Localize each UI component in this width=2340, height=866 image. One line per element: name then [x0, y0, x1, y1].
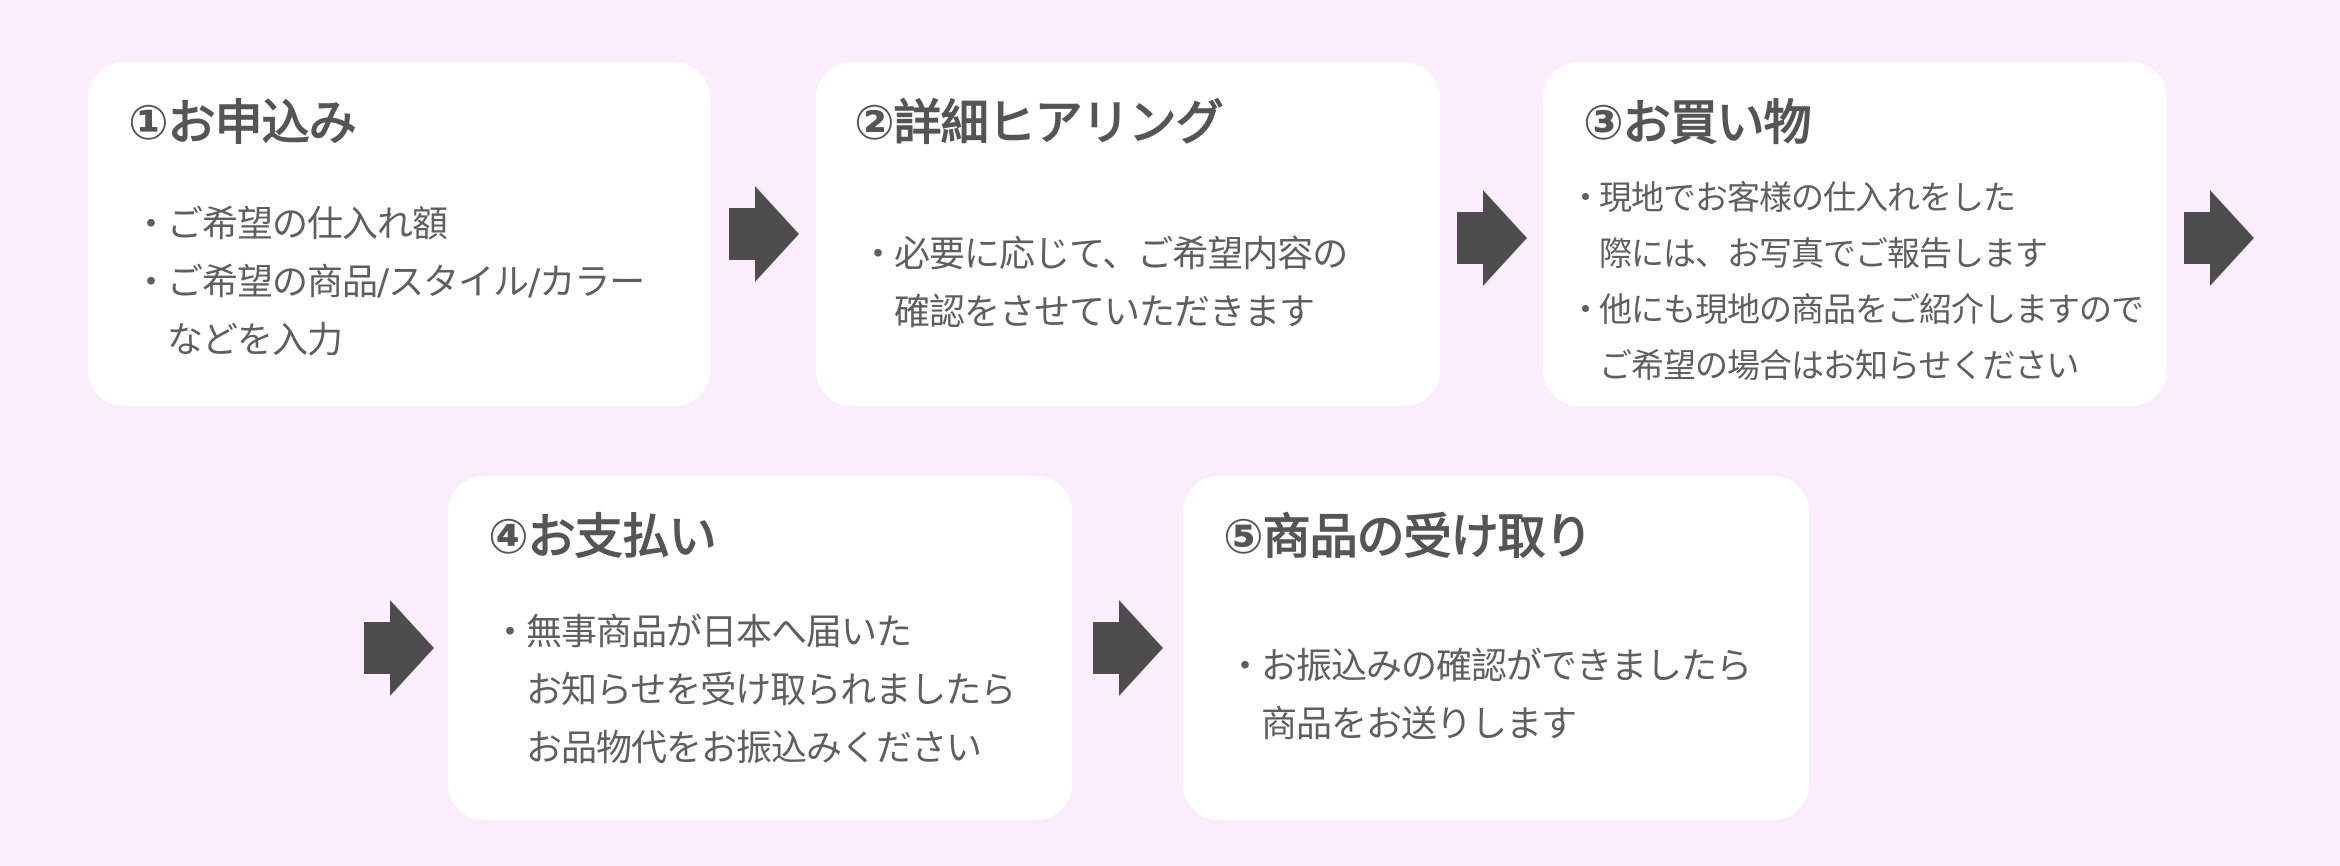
step-line: お振込みの確認ができましたら [1227, 638, 1752, 696]
step-description: 無事商品が日本へ届いた お知らせを受け取られましたら お品物代をお振込みください [492, 604, 1016, 778]
arrow-right-icon [1093, 600, 1163, 696]
step-line: お知らせを受け取られましたら [526, 670, 1016, 711]
step-title: ②詳細ヒアリング [854, 95, 1224, 151]
step-title: ④お支払い [488, 509, 717, 565]
step-line: お品物代をお振込みください [526, 728, 982, 769]
arrow-right-icon [1457, 190, 1527, 286]
step-description: 必要に応じて、ご希望内容の 確認をさせていただきます [860, 226, 1348, 342]
step-line: 現地でお客様の仕入れをした [1569, 170, 2143, 226]
step-title: ⑤商品の受け取り [1223, 509, 1593, 565]
arrow-right-icon [364, 600, 434, 696]
step-title: ①お申込み [128, 95, 357, 151]
step-line: 際には、お写真でご報告します [1599, 234, 2048, 273]
step-description: ご希望の仕入れ額 ご希望の商品/スタイル/カラー などを入力 [133, 196, 645, 370]
step-description: お振込みの確認ができましたら 商品をお送りします [1227, 638, 1752, 754]
step-card-1: ①お申込み ご希望の仕入れ額 ご希望の商品/スタイル/カラー などを入力 [88, 62, 710, 406]
step-card-4: ④お支払い 無事商品が日本へ届いた お知らせを受け取られましたら お品物代をお振… [448, 476, 1072, 820]
step-line: ご希望の場合はお知らせください [1599, 346, 2079, 385]
step-card-3: ③お買い物 現地でお客様の仕入れをした 際には、お写真でご報告します 他にも現地… [1543, 62, 2167, 406]
step-line: ご希望の仕入れ額 [133, 196, 644, 254]
step-line: ご希望の商品/スタイル/カラー [133, 254, 645, 312]
step-title: ③お買い物 [1583, 95, 1812, 151]
step-line: 商品をお送りします [1261, 704, 1577, 745]
step-line: 必要に応じて、ご希望内容の [860, 226, 1348, 284]
arrow-right-icon [729, 186, 799, 282]
arrow-right-icon [2184, 190, 2254, 286]
step-description: 現地でお客様の仕入れをした 際には、お写真でご報告します 他にも現地の商品をご紹… [1569, 170, 2144, 394]
step-line: 確認をさせていただきます [894, 292, 1315, 333]
step-card-2: ②詳細ヒアリング 必要に応じて、ご希望内容の 確認をさせていただきます [816, 62, 1440, 406]
step-card-5: ⑤商品の受け取り お振込みの確認ができましたら 商品をお送りします [1183, 476, 1809, 820]
step-line: 無事商品が日本へ届いた [492, 604, 1015, 662]
step-line: などを入力 [167, 320, 343, 361]
step-line: 他にも現地の商品をご紹介しますので [1569, 282, 2144, 338]
